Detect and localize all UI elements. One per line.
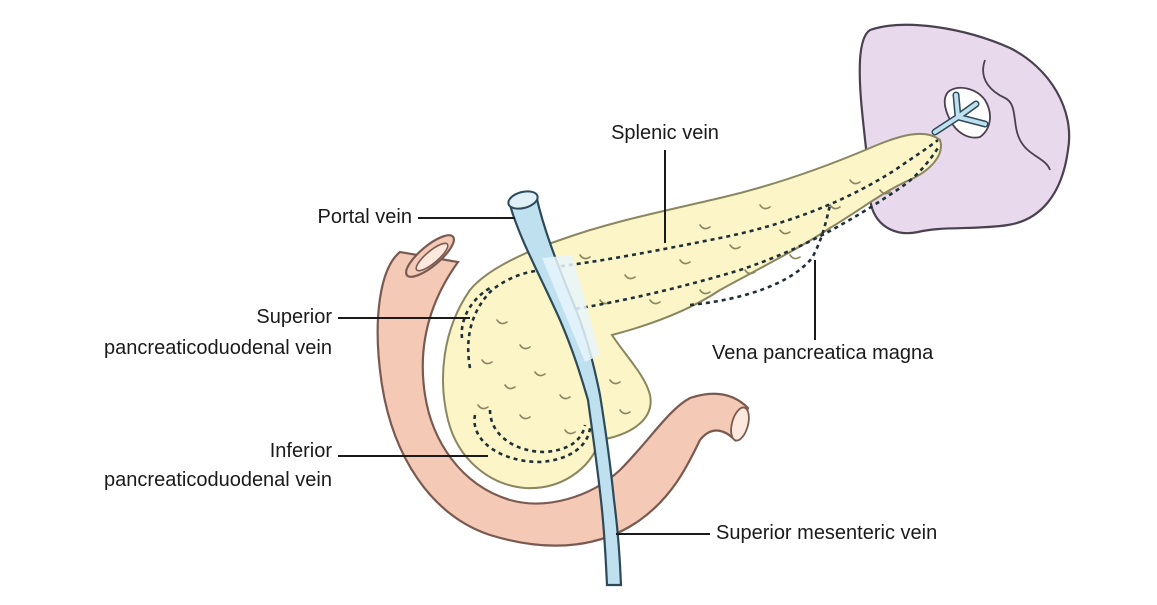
- label-inferior-line1: Inferior: [269, 440, 332, 462]
- label-inferior-line2: pancreaticoduodenal vein: [104, 469, 332, 491]
- label-splenic-vein: Splenic vein: [611, 122, 719, 144]
- label-superior-line2: pancreaticoduodenal vein: [104, 337, 332, 359]
- leader-lines: [338, 150, 816, 535]
- pancreas: [442, 132, 942, 490]
- label-superior-mesenteric-vein: Superior mesenteric vein: [716, 522, 938, 544]
- label-superior-line1: Superior: [256, 306, 332, 328]
- spleen: [858, 23, 1071, 235]
- label-vena-pancreatica-magna: Vena pancreatica magna: [712, 342, 934, 364]
- label-portal-vein: Portal vein: [317, 206, 413, 228]
- portal-vein-trunk: [507, 190, 623, 587]
